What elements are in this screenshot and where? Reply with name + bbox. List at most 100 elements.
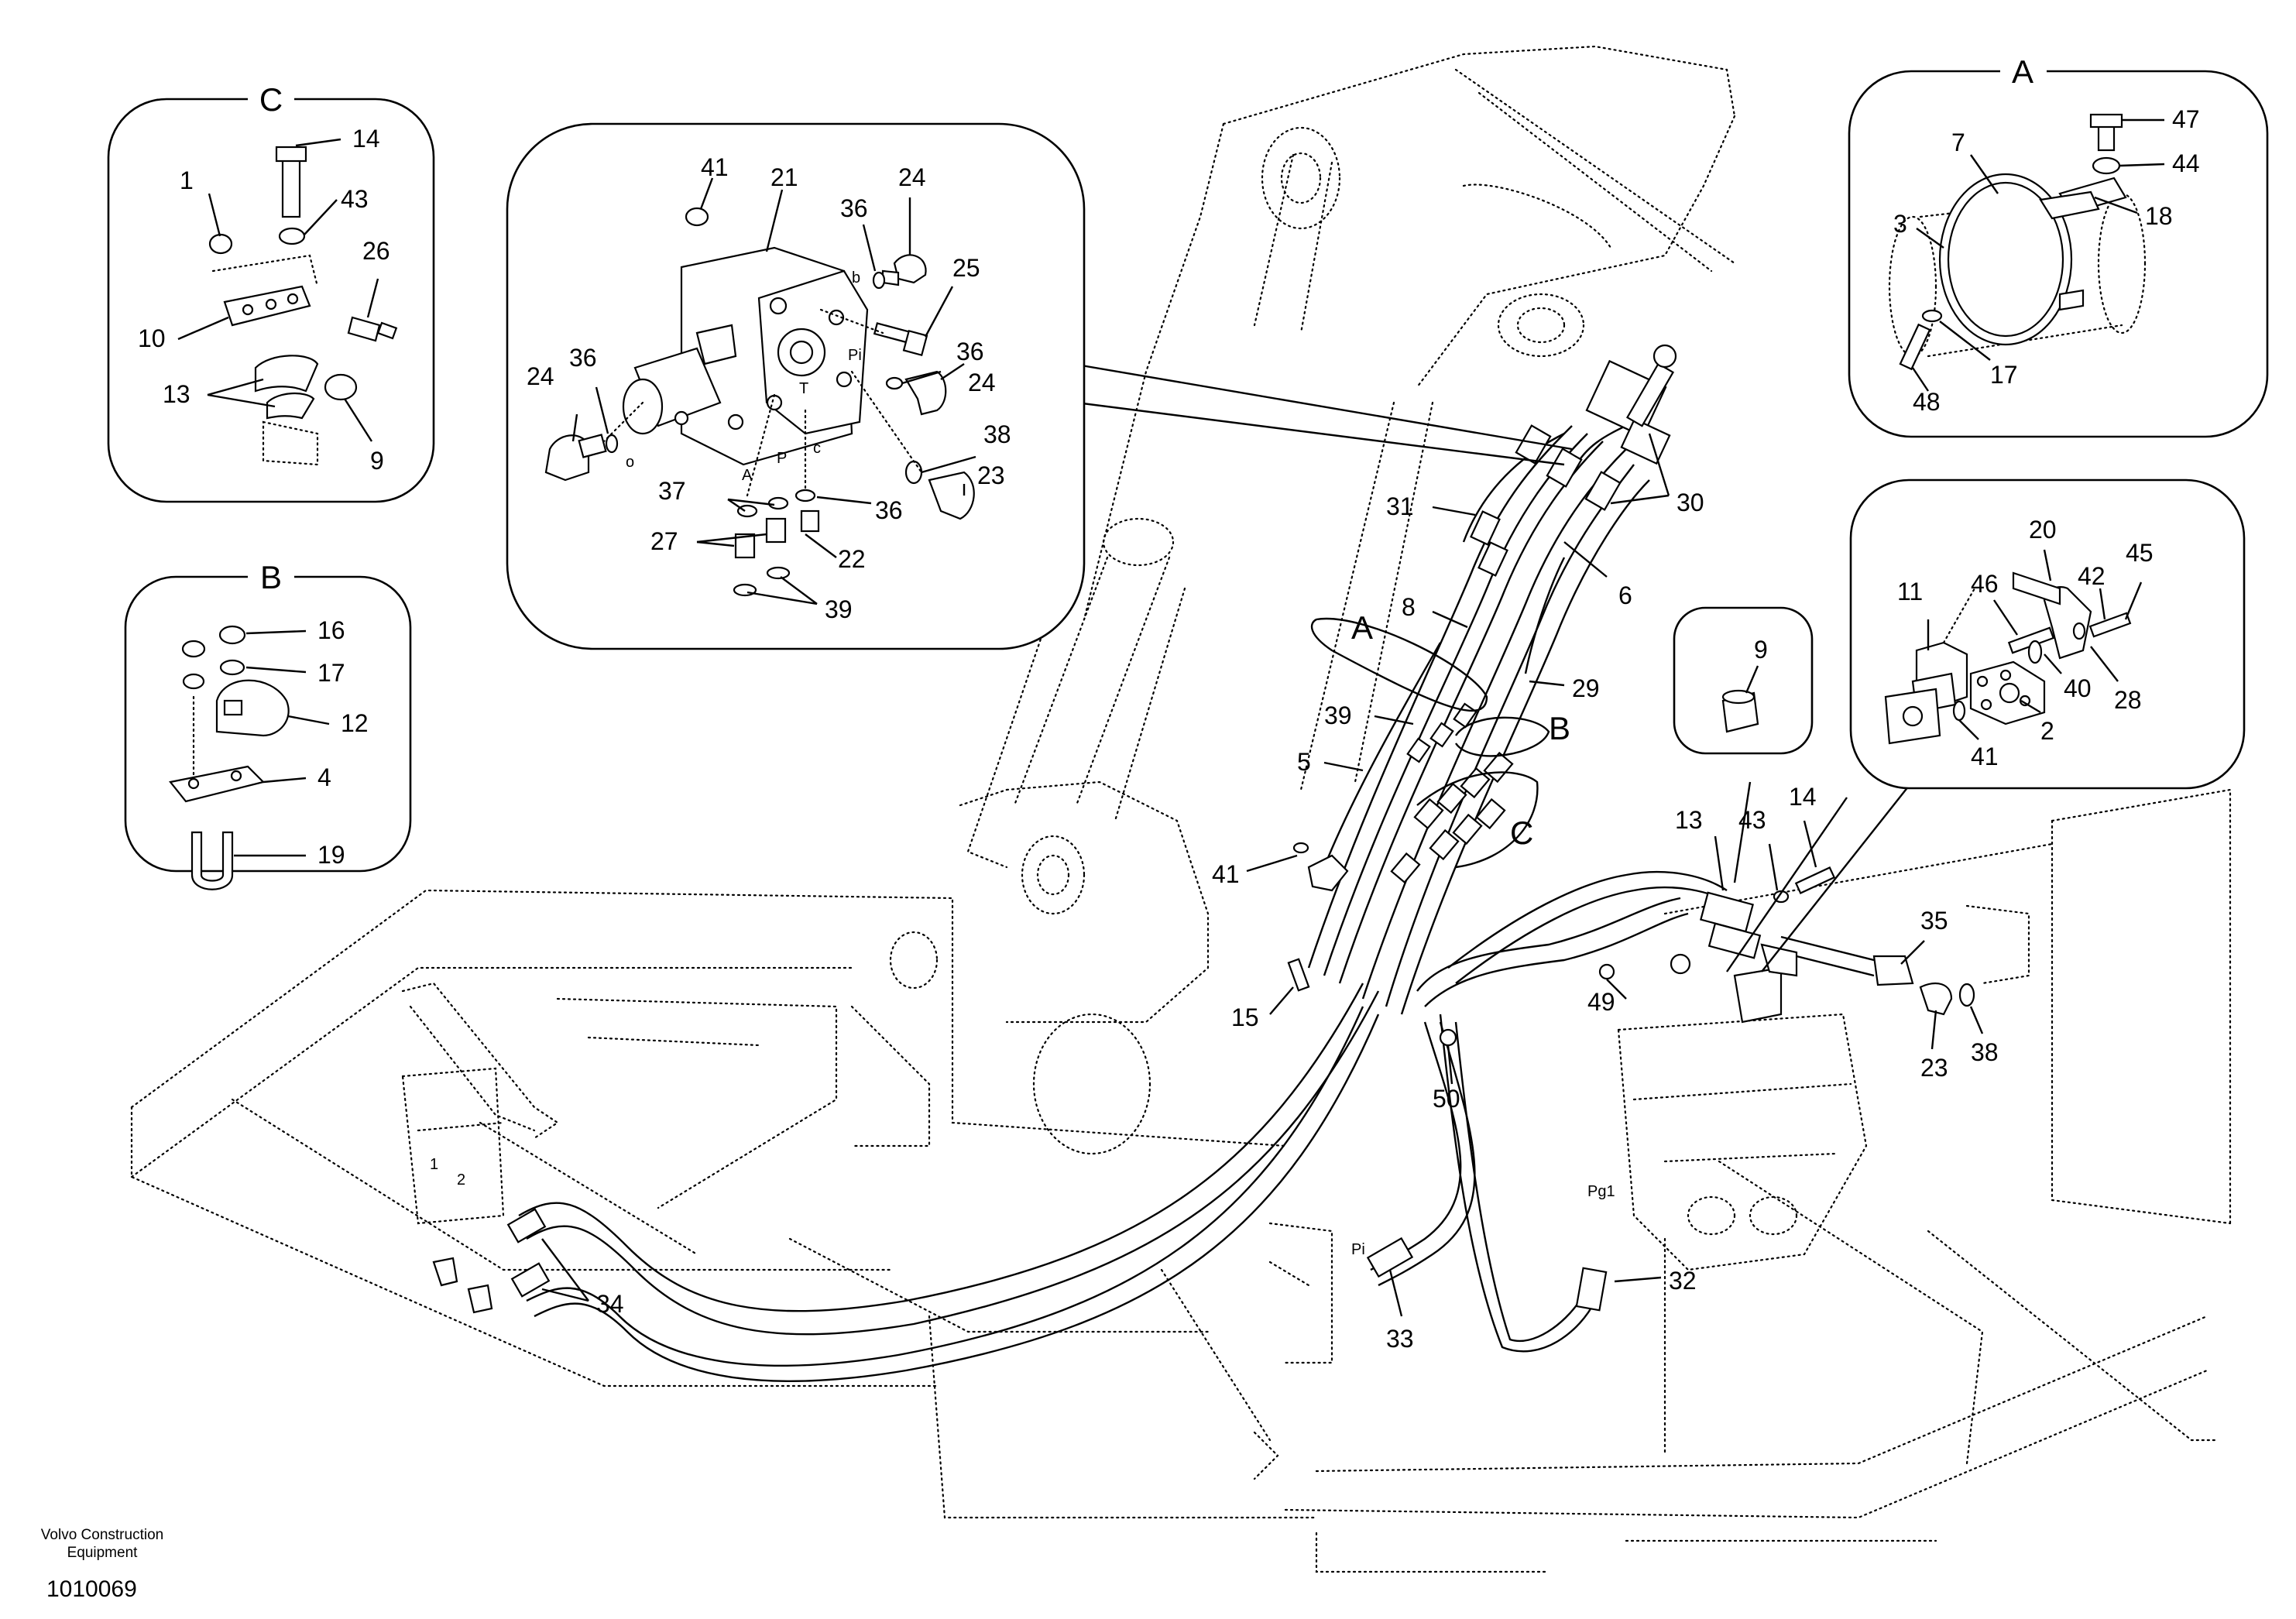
main-label-29: 29 (1572, 674, 1600, 702)
valve-fittings (544, 207, 975, 597)
detail-b-label-12: 12 (341, 709, 369, 737)
detail-c-label-10: 10 (138, 324, 166, 352)
main-label-23: 23 (1920, 1054, 1948, 1082)
valve-label-24c: 24 (527, 362, 554, 390)
fitting-inset-panel: 9 (1673, 606, 1814, 755)
main-callout-rings (1310, 617, 1550, 869)
valve-port-c: c (813, 440, 821, 457)
detail-c-letter: C (259, 81, 283, 118)
main-hoses (518, 417, 1875, 1382)
detail-a-panel: A 47 44 18 7 3 17 48 (1848, 53, 2269, 438)
flange-inset-parts (1884, 571, 2132, 745)
detail-b-letter: B (260, 559, 282, 595)
detail-a-parts (1888, 113, 2147, 371)
valve-label-38: 38 (983, 420, 1011, 448)
detail-b-panel: B 16 17 12 4 19 (124, 559, 412, 890)
main-label-50: 50 (1433, 1085, 1460, 1113)
main-callout-b: B (1549, 710, 1570, 746)
flange-inset-panel: 11 46 20 42 45 28 40 2 41 (1849, 478, 2246, 790)
valve-label-41: 41 (701, 153, 729, 181)
flange-label-11: 11 (1897, 578, 1923, 605)
detail-a-label-3: 3 (1893, 210, 1907, 238)
detail-b-parts (169, 625, 290, 890)
flange-label-41: 41 (1971, 743, 1999, 770)
detail-c-label-14: 14 (352, 125, 380, 153)
drawing-id: 1010069 (46, 1576, 137, 1602)
valve-port-t: T (799, 380, 808, 397)
company-name-line1: Volvo Construction (41, 1527, 163, 1543)
flange-label-42: 42 (2078, 562, 2106, 590)
main-label-43: 43 (1738, 806, 1766, 834)
detail-a-label-18: 18 (2145, 202, 2173, 230)
detail-a-label-44: 44 (2172, 149, 2200, 177)
valve-label-36a: 36 (840, 194, 868, 222)
machine-outline (130, 45, 2232, 1573)
main-fittings (432, 344, 1975, 1314)
main-label-34: 34 (596, 1290, 624, 1318)
main-leaders (541, 362, 1984, 1317)
main-label-13: 13 (1675, 806, 1703, 834)
flange-label-2: 2 (2040, 717, 2054, 745)
valve-label-37: 37 (658, 477, 686, 505)
detail-c-label-1: 1 (180, 166, 194, 194)
main-label-31: 31 (1386, 492, 1414, 520)
valve-label-36c: 36 (569, 344, 597, 372)
detail-a-label-47: 47 (2172, 105, 2200, 133)
main-callout-a: A (1351, 609, 1373, 646)
flange-label-46: 46 (1971, 570, 1999, 598)
main-port-1: 1 (430, 1156, 438, 1173)
main-label-8: 8 (1402, 593, 1416, 621)
detail-c-label-43: 43 (341, 185, 369, 213)
detail-c-label-13: 13 (163, 380, 190, 408)
main-label-32: 32 (1669, 1267, 1697, 1295)
valve-port-p: P (777, 450, 787, 467)
valve-label-21: 21 (770, 163, 798, 191)
main-label-49: 49 (1587, 988, 1615, 1016)
detail-a-label-48: 48 (1913, 388, 1941, 416)
flange-label-40: 40 (2064, 674, 2092, 702)
main-port-pg1: Pg1 (1587, 1183, 1615, 1200)
valve-label-39: 39 (825, 595, 853, 623)
valve-dotted-flow (602, 308, 923, 497)
valve-label-24b: 24 (968, 369, 996, 396)
main-label-15: 15 (1231, 1003, 1259, 1031)
valve-label-22: 22 (838, 545, 866, 573)
flange-label-20: 20 (2029, 516, 2057, 544)
detail-b-label-4: 4 (317, 763, 331, 791)
valve-inset-panel: 41 21 36 24 25 36 24 38 23 36 22 39 37 2… (506, 122, 1086, 650)
valve-label-24a: 24 (898, 163, 926, 191)
valve-label-27: 27 (650, 527, 678, 555)
detail-a-letter: A (2012, 53, 2033, 90)
valve-port-o: o (626, 454, 634, 471)
valve-label-23: 23 (977, 461, 1005, 489)
detail-c-label-9: 9 (370, 447, 384, 475)
fitting-label-9: 9 (1754, 636, 1768, 664)
main-label-30: 30 (1677, 489, 1704, 516)
detail-c-parts (208, 146, 398, 466)
main-label-35: 35 (1920, 907, 1948, 935)
valve-label-36d: 36 (875, 496, 903, 524)
main-label-5: 5 (1297, 748, 1311, 776)
main-label-38: 38 (1971, 1038, 1999, 1066)
valve-body (622, 246, 869, 466)
detail-a-label-7: 7 (1951, 129, 1965, 156)
valve-port-pi: Pi (848, 347, 862, 364)
main-label-33: 33 (1386, 1325, 1414, 1353)
detail-a-label-17: 17 (1990, 361, 2018, 389)
flange-label-28: 28 (2114, 686, 2142, 714)
valve-label-25: 25 (952, 254, 980, 282)
detail-b-label-17: 17 (317, 659, 345, 687)
main-label-6: 6 (1618, 581, 1632, 609)
main-port-2: 2 (457, 1171, 465, 1189)
footer: Volvo Construction Equipment 1010069 (41, 1527, 163, 1602)
main-callout-c: C (1510, 815, 1533, 851)
main-port-pi: Pi (1351, 1241, 1365, 1258)
valve-label-36b: 36 (956, 338, 984, 365)
main-labels: 31 30 8 6 29 39 5 41 15 13 43 14 35 49 5… (430, 489, 1999, 1353)
flange-label-45: 45 (2126, 539, 2154, 567)
detail-c-panel: C 14 43 1 26 (107, 81, 435, 503)
main-label-14: 14 (1789, 783, 1817, 811)
detail-c-label-26: 26 (362, 237, 390, 265)
detail-b-label-16: 16 (317, 616, 345, 644)
